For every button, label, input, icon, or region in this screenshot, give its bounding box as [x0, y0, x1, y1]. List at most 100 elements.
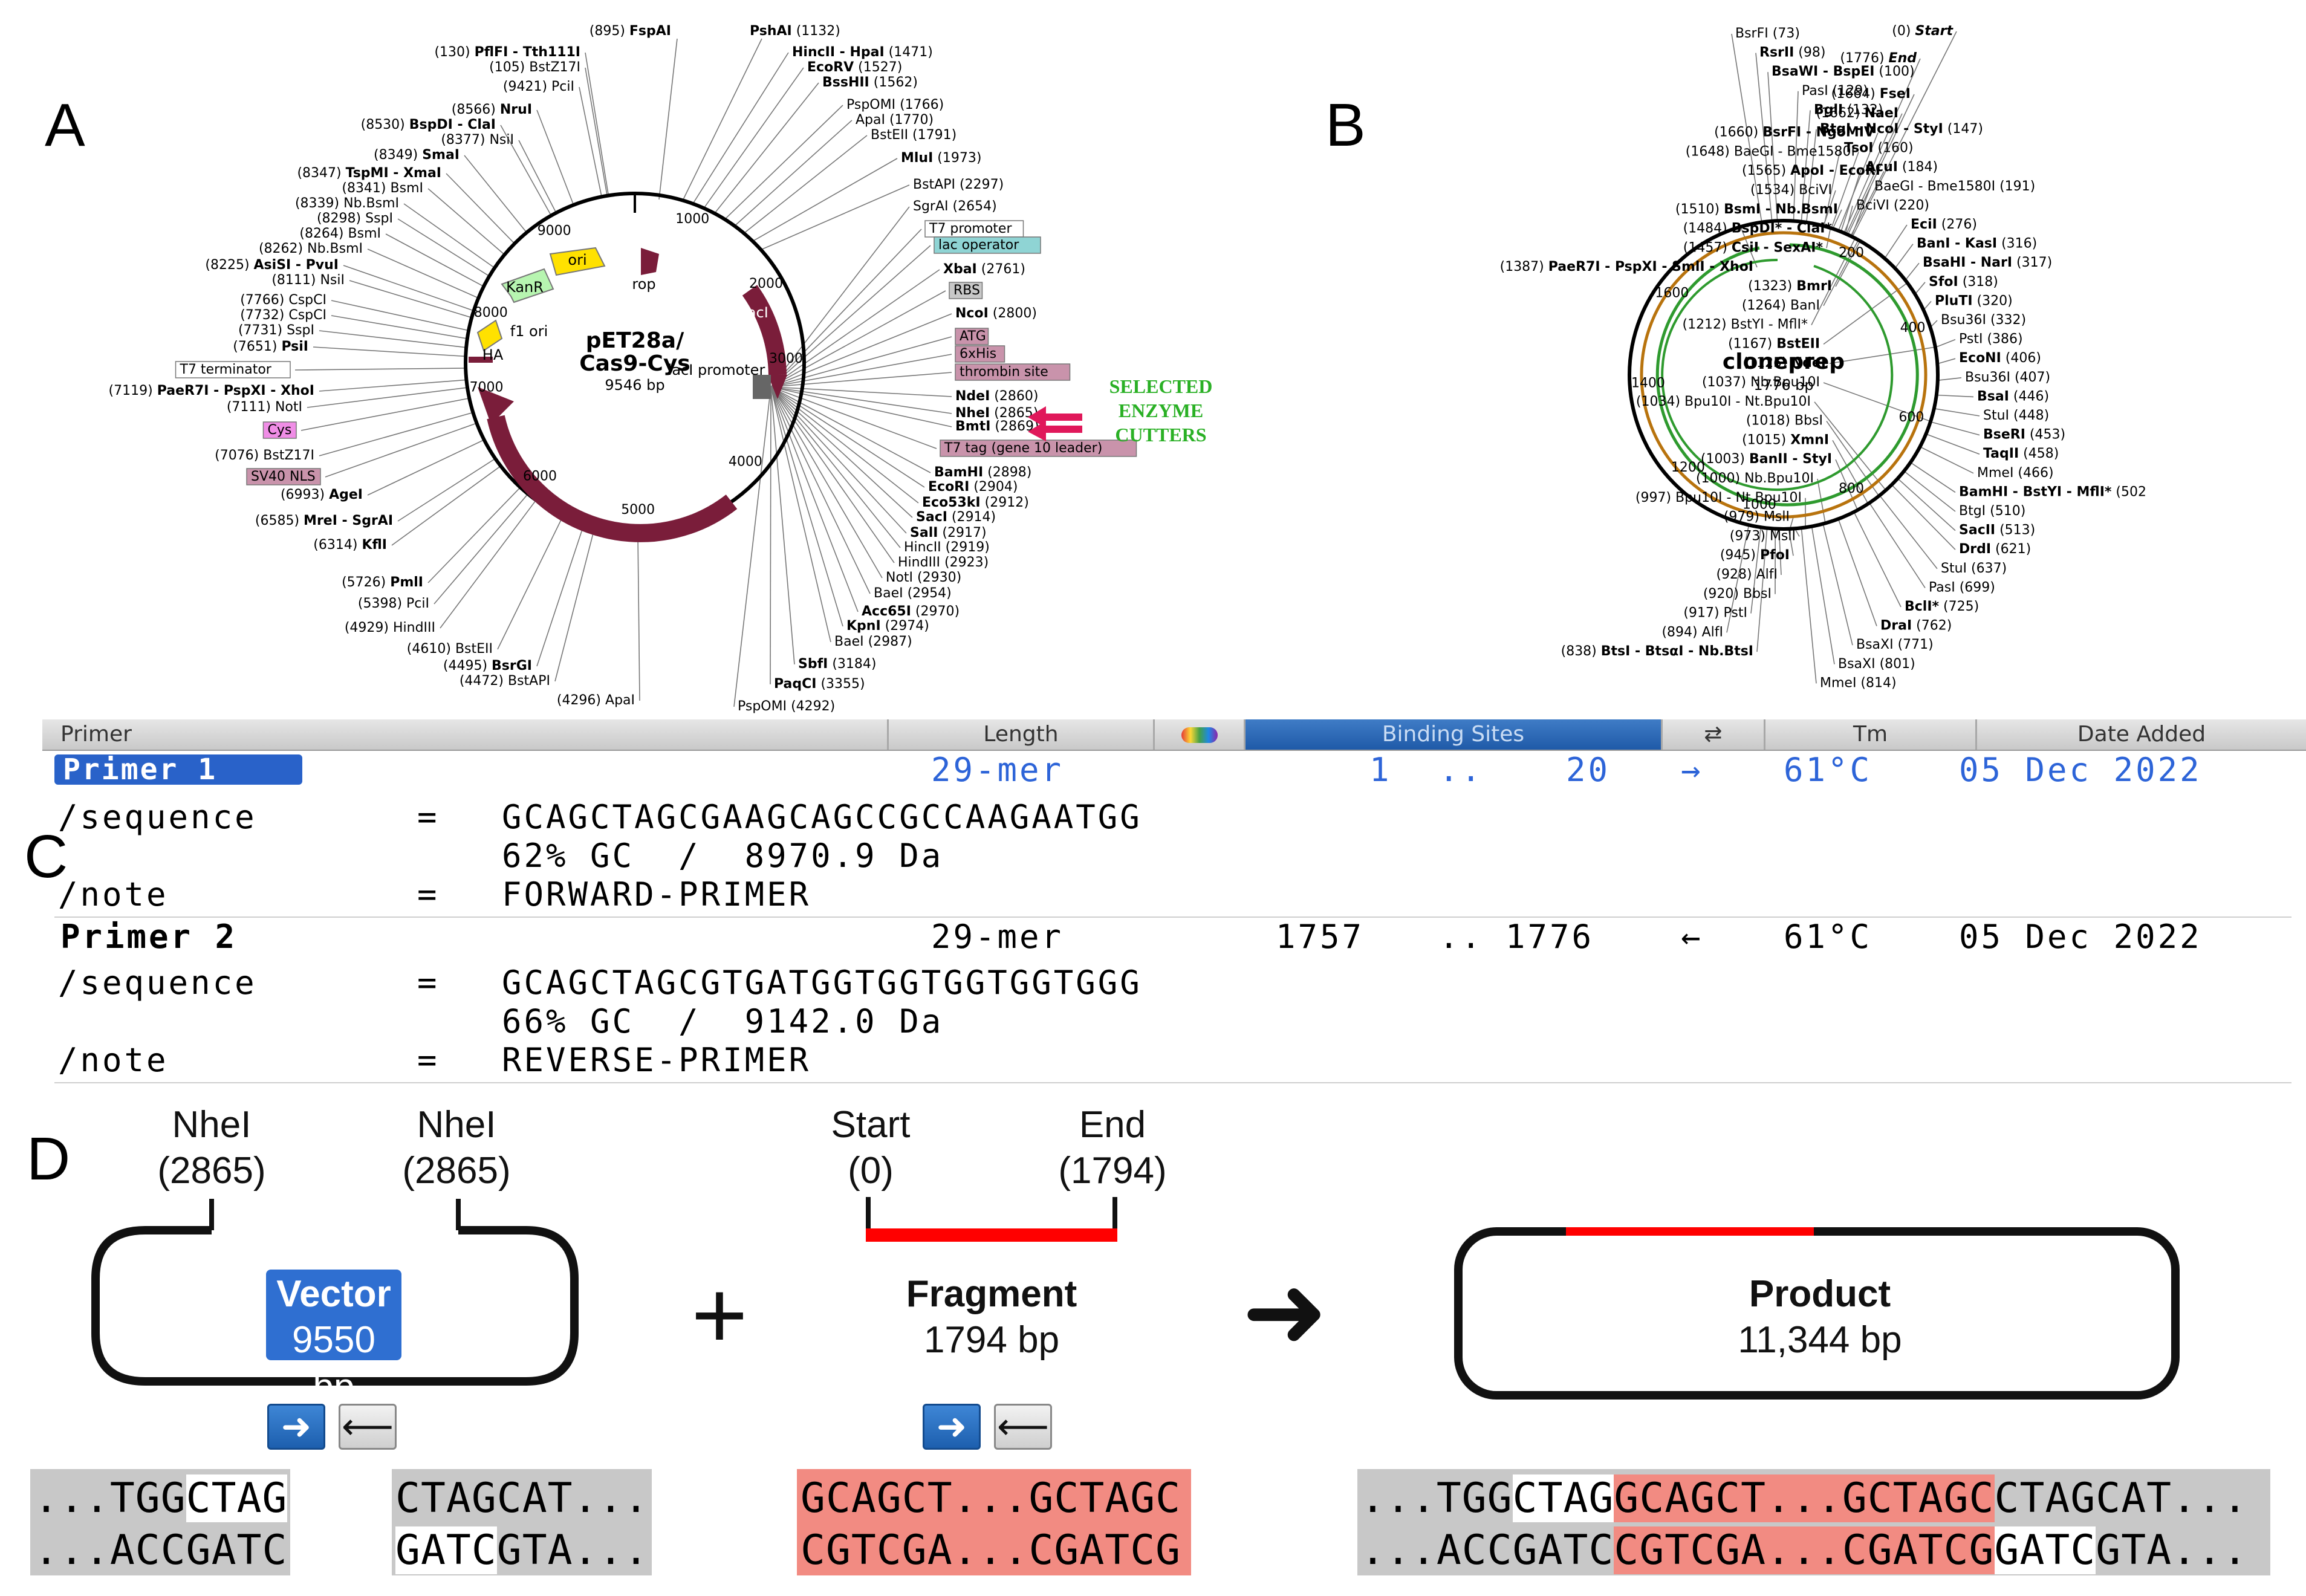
selected-arrows: [1028, 406, 1082, 441]
primer-2-name[interactable]: Primer 2: [60, 918, 238, 956]
vector-seq-left-top: ...TGGCTAG: [34, 1473, 288, 1525]
enzyme-label: (1167) BstEII: [1728, 336, 1820, 351]
vector-title: Vector: [276, 1273, 391, 1315]
col-color[interactable]: [1155, 719, 1246, 750]
leader-line: [1910, 462, 1956, 493]
tick-label: 1000: [675, 212, 709, 227]
leader-line: [752, 158, 898, 242]
primer-1-seq-key: /sequence: [58, 798, 257, 836]
leader-line: [300, 397, 470, 431]
vector-seq-left-top-b: CTAG: [186, 1474, 288, 1522]
enzyme-label: (1534) BciVI: [1750, 183, 1832, 198]
leader-line: [464, 155, 527, 233]
enzyme-label: (105) BstZ17I: [489, 60, 580, 75]
fragment-reverse-arrow-button[interactable]: ⟵: [994, 1404, 1052, 1450]
primer-1-gc: 62% GC / 8970.9 Da: [502, 837, 944, 875]
enzyme-label: (1662) NaeI: [1816, 106, 1898, 121]
primer-2-eq-1: =: [417, 964, 440, 1002]
enzyme-label: PasI (129): [1802, 83, 1868, 99]
enzyme-label: (6585) MreI - SgrAI: [255, 513, 393, 528]
enzyme-label: StuI (448): [1983, 408, 2049, 423]
primer-1-length: 29-mer: [931, 751, 1064, 789]
tick-label: 9000: [538, 224, 571, 239]
enzyme-label: (7731) SspI: [238, 323, 314, 338]
product-seq-bottom: ...ACCGATCCGTCGA...CGATCGGATCGTA...: [1360, 1525, 2248, 1577]
leader-line: [1823, 282, 1908, 345]
enzyme-label: (1212) BstYI - MflI*: [1682, 317, 1808, 332]
plasmid-b-size: 1776 bp: [1753, 377, 1813, 394]
enzyme-label: (7076) BstZ17I: [215, 448, 314, 463]
enzyme-label: EcoRI (2904): [928, 479, 1018, 495]
tick-label: 1400: [1631, 376, 1665, 391]
leader-line: [313, 346, 466, 357]
feature-box: [955, 345, 1005, 363]
tick-label: 400: [1900, 320, 1926, 336]
fragment-seq-top: GCAGCT...GCTAGC: [801, 1474, 1181, 1522]
leader-line: [1822, 524, 1853, 646]
enzyme-label: SbfI (3184): [798, 657, 877, 672]
enzyme-label: (1264) BanI: [1742, 298, 1820, 313]
enzyme-label: (1660) BsrFI - NgoMIV: [1714, 125, 1874, 140]
enzyme-label: (1000) Nb.Bpu10I: [1696, 471, 1814, 486]
enzyme-label: (7111) NotI: [227, 400, 302, 415]
leader-line: [1793, 91, 1799, 221]
fragment-forward-arrow-button[interactable]: ➜: [923, 1404, 981, 1450]
enzyme-label: BsrFI (73): [1735, 26, 1800, 41]
leader-line: [367, 439, 485, 496]
fragment-bar: [866, 1197, 1117, 1242]
leader-line: [1750, 527, 1762, 614]
product-seq-bottom-d: GATC: [1994, 1526, 2096, 1574]
fragment-seq-bottom: CGTCGA...CGATCG: [801, 1526, 1181, 1574]
plasmid-a-size: 9546 bp: [605, 377, 664, 394]
leader-line: [770, 386, 913, 518]
primer-1-name[interactable]: Primer 1: [54, 754, 302, 785]
leader-line: [703, 67, 804, 209]
enzyme-label: (8225) AsiSI - PvuI: [205, 258, 339, 273]
enzyme-label: (4610) BstEII: [407, 641, 493, 657]
feature-label: T7 terminator: [180, 362, 272, 377]
product-seq-bottom-e: GTA...: [2096, 1526, 2248, 1574]
leader-line: [1789, 517, 1794, 530]
leader-line: [1869, 502, 1926, 588]
primer-1-date: 05 Dec 2022: [1959, 751, 2202, 789]
feature-name: Cas9: [596, 445, 631, 462]
vector-seq-right-bottom-a: GATC: [395, 1526, 497, 1574]
feature-label: SV40 NLS: [251, 469, 316, 484]
leader-line: [658, 38, 678, 200]
vector-forward-arrow-button[interactable]: ➜: [267, 1404, 325, 1450]
enzyme-label: TaqII (458): [1983, 446, 2059, 461]
leader-line: [770, 386, 871, 594]
col-primer[interactable]: Primer: [42, 719, 889, 750]
col-direction[interactable]: ⇄: [1663, 719, 1765, 750]
col-date-added[interactable]: Date Added: [2077, 722, 2206, 747]
col-binding-sites[interactable]: Binding Sites: [1246, 719, 1663, 750]
enzyme-label: (945) PfoI: [1720, 548, 1790, 563]
leader-line: [1837, 519, 1877, 626]
enzyme-label: (7119) PaeR7I - PspXI - XhoI: [109, 383, 314, 398]
primer-2-date: 05 Dec 2022: [1959, 918, 2202, 956]
enzyme-label: (8341) BsmI: [342, 181, 423, 196]
tick-label: 1200: [1671, 460, 1705, 475]
col-tm[interactable]: Tm: [1765, 719, 1977, 750]
col-length[interactable]: Length: [889, 719, 1155, 750]
enzyme-label: (1648) BaeGI - Bme1580I: [1686, 144, 1855, 159]
leader-line: [770, 386, 771, 685]
product-seq-top-c: GCAGCT...GCTAGC: [1614, 1474, 1995, 1522]
leader-line: [397, 218, 490, 277]
enzyme-label: (928) AlfI: [1716, 567, 1778, 582]
selected-note-3: CUTTERS: [1115, 424, 1206, 446]
vector-reverse-arrow-button[interactable]: ⟵: [339, 1404, 397, 1450]
leader-line: [1884, 224, 1908, 259]
enzyme-label: (997) Bpu10I - Nt.Bpu10I: [1635, 490, 1802, 505]
leader-line: [1843, 58, 1921, 233]
primer-1-note-key: /note: [58, 875, 169, 913]
enzyme-label: BaeGI - Bme1580I (191): [1874, 179, 2035, 194]
leader-line: [1926, 433, 1980, 455]
feature-label: Cys: [268, 423, 292, 438]
nhei-left-name: NheI: [172, 1104, 252, 1146]
leader-line: [770, 290, 946, 388]
feature-label: RBS: [953, 283, 980, 298]
vector-seq-right-top: CTAGCAT...: [395, 1474, 649, 1522]
fragment-size: 1794 bp: [923, 1319, 1060, 1361]
